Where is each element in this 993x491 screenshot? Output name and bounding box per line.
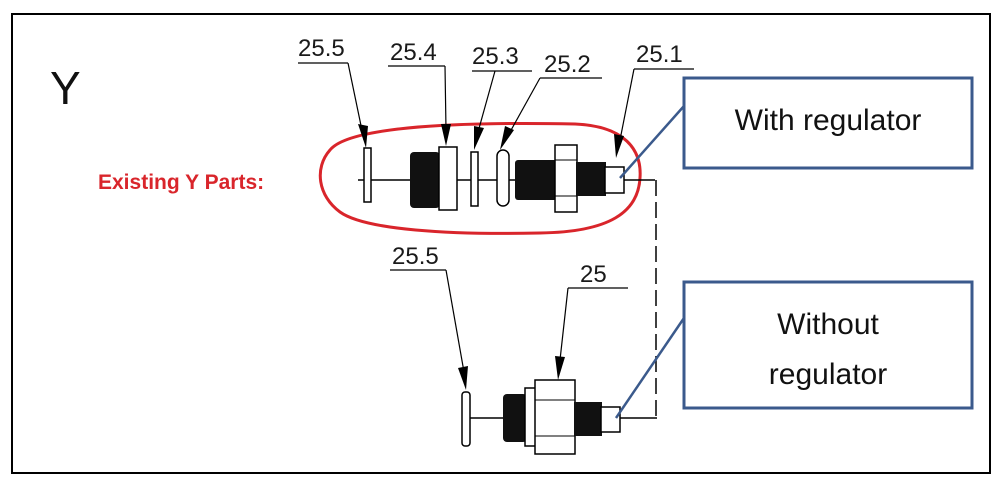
callout-25-3: 25.3: [472, 43, 519, 70]
part-25-2-oring: [496, 149, 510, 207]
callout-25-1: 25.1: [636, 41, 683, 68]
without-regulator-box: [682, 280, 974, 410]
part-25-thread: [574, 402, 602, 436]
without-regulator-pointer: [614, 317, 686, 419]
highlight-ellipse: [318, 122, 642, 235]
existing-parts-label: Existing Y Parts:: [98, 171, 264, 194]
with-regulator-pointer: [619, 105, 685, 179]
callout-25: 25: [580, 261, 607, 288]
part-25-tip: [600, 406, 621, 433]
bottom-callouts: [390, 269, 628, 390]
part-25-3-washer: [470, 151, 479, 207]
with-regulator-label: With regulator: [735, 104, 922, 137]
part-25-1-tip: [604, 166, 625, 194]
callout-25-5-top: 25.5: [298, 35, 345, 62]
part-25-5-washer-bottom: [461, 391, 471, 447]
part-25-4-knurled-nut: [410, 152, 440, 208]
part-25-4-flange: [438, 146, 458, 211]
top-assembly: [358, 144, 655, 213]
part-25-1-thread: [576, 162, 606, 196]
top-callouts: [298, 62, 694, 158]
section-letter: Y: [50, 62, 81, 114]
without-regulator-label-line2: regulator: [769, 358, 887, 391]
callout-25-5-bottom: 25.5: [392, 243, 439, 270]
bottom-assembly: [461, 379, 657, 455]
part-25-1-hex: [554, 144, 578, 213]
with-regulator-box: [682, 76, 974, 170]
callout-25-4: 25.4: [390, 39, 437, 66]
part-25-5-washer: [363, 147, 372, 203]
part-25-1-body: [515, 160, 557, 200]
part-25-hex: [534, 379, 576, 455]
part-25-knurled-nut: [503, 394, 527, 442]
callout-25-2: 25.2: [544, 51, 591, 78]
outer-frame: [11, 13, 991, 474]
without-regulator-label-line1: Without: [777, 308, 879, 341]
